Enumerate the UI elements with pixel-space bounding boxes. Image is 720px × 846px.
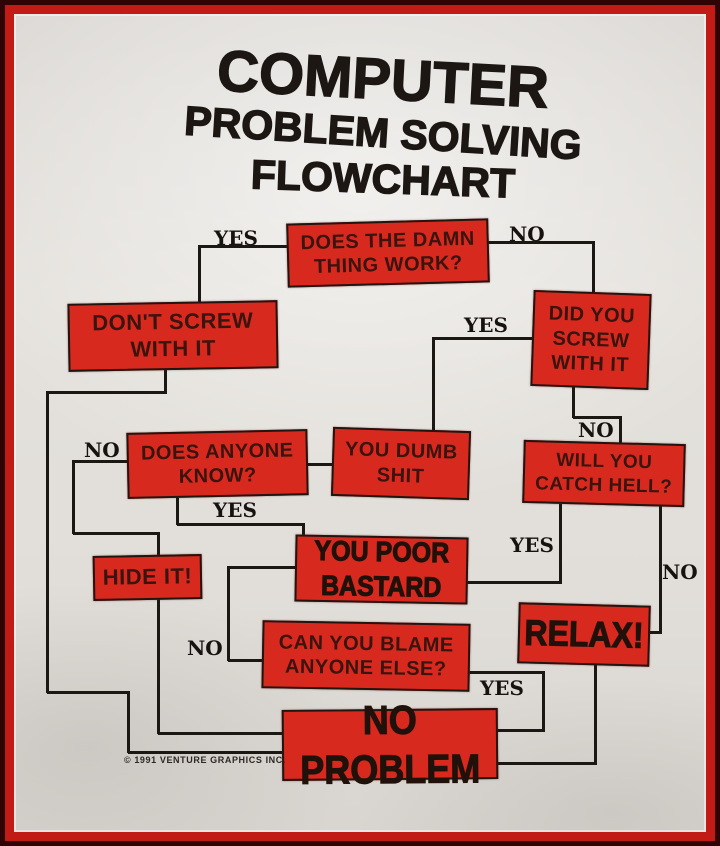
flow-line	[496, 762, 597, 765]
flow-line	[542, 671, 545, 731]
flow-line	[228, 659, 264, 662]
flow-line	[47, 391, 167, 394]
edge-label-screw-yes: YES	[464, 313, 508, 337]
flow-node-will-you-catch-hell: WILL YOU CATCH HELL?	[522, 439, 686, 508]
flow-line	[157, 532, 160, 558]
flow-node-hide-it: HIDE IT!	[92, 554, 203, 601]
copyright-text: © 1991 VENTURE GRAPHICS INC.	[124, 755, 286, 765]
node-label: RELAX!	[523, 612, 645, 656]
flow-node-you-dumb-shit: YOU DUMB SHIT	[330, 426, 472, 501]
flow-line	[559, 504, 562, 583]
flow-line	[157, 599, 160, 734]
edge-label-work-yes: YES	[214, 226, 258, 250]
flow-line	[592, 241, 595, 295]
edge-label-blame-yes: YES	[480, 676, 524, 700]
flow-line	[619, 416, 622, 444]
flow-line	[496, 729, 545, 732]
flow-line	[306, 463, 334, 466]
flow-line	[158, 732, 284, 735]
flow-line	[164, 369, 167, 393]
flow-line	[176, 496, 179, 525]
edge-label-blame-no: NO	[187, 636, 223, 660]
flow-line	[302, 523, 305, 539]
flow-line	[659, 504, 662, 633]
flow-line	[433, 337, 534, 340]
flow-line	[128, 751, 284, 754]
edge-label-know-yes: YES	[213, 498, 257, 522]
flow-line	[46, 391, 49, 693]
node-label: NO PROBLEM	[299, 696, 481, 793]
flow-line	[488, 241, 595, 244]
flow-node-does-anyone-know: DOES ANYONE KNOW?	[126, 429, 309, 499]
flow-line	[228, 566, 297, 569]
flow-line	[73, 460, 129, 463]
flow-line	[466, 581, 562, 584]
node-label: YOU POOR BASTARD	[314, 535, 450, 604]
flow-line	[572, 387, 575, 418]
flow-line	[198, 245, 289, 248]
flow-node-dont-screw-with-it: DON'T SCREW WITH IT	[67, 300, 279, 372]
flow-node-relax: RELAX!	[517, 602, 651, 667]
flow-line	[468, 671, 545, 674]
flow-node-did-you-screw-with-it: DID YOU SCREW WITH IT	[530, 289, 652, 391]
flow-line	[127, 691, 130, 753]
flow-line	[573, 416, 622, 419]
flow-node-you-poor-bastard: YOU POOR BASTARD	[294, 534, 469, 605]
flow-line	[646, 631, 662, 634]
edge-label-hell-yes: YES	[510, 533, 554, 557]
flow-line	[47, 691, 130, 694]
edge-label-know-no: NO	[84, 438, 120, 462]
flow-line	[432, 337, 435, 432]
flow-line	[177, 523, 305, 526]
edge-label-work-no: NO	[509, 222, 545, 246]
flow-node-can-you-blame-anyone-else: CAN YOU BLAME ANYONE ELSE?	[261, 620, 471, 692]
edge-label-screw-no: NO	[578, 418, 614, 442]
flow-line	[73, 532, 160, 535]
flow-line	[198, 245, 201, 305]
edge-label-hell-no: NO	[662, 560, 698, 584]
flow-line	[227, 566, 230, 661]
flow-node-does-it-work: DOES THE DAMN THING WORK?	[286, 218, 490, 288]
flow-line	[594, 664, 597, 764]
flow-node-no-problem: NO PROBLEM	[281, 696, 499, 793]
flow-line	[72, 460, 75, 534]
